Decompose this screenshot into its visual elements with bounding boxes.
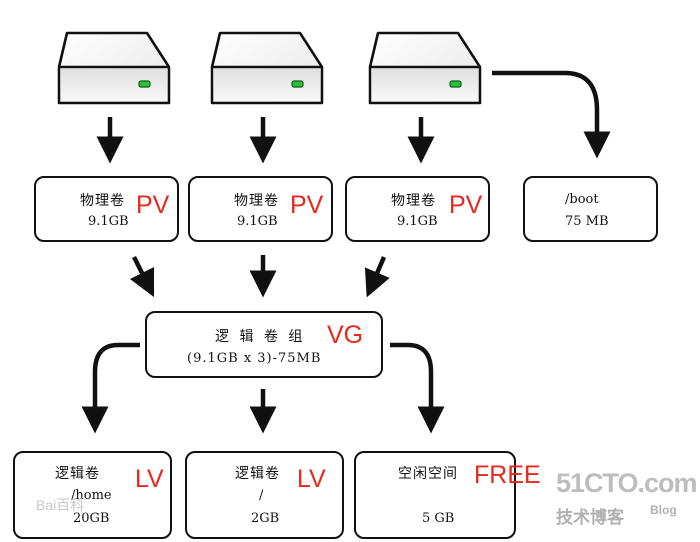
boot-size: 75 MB <box>565 214 609 229</box>
lv-size: 20GB <box>73 511 110 526</box>
hard-disk-icon <box>57 31 171 105</box>
pv-tag: PV <box>290 191 324 219</box>
arrow <box>81 342 140 434</box>
lv-mount: / <box>259 488 264 503</box>
blog-watermark: Blog <box>650 503 677 517</box>
vg-box: 逻 辑 卷 组 VG (9.1GB x 3)-75MB <box>145 311 383 378</box>
free-label: 空闲空间 <box>398 466 458 482</box>
hard-disk-icon <box>368 31 482 105</box>
pv-box: 物理卷 9.1GB PV <box>345 176 490 242</box>
hard-disk-icon <box>210 31 324 105</box>
lv-tag: LV <box>297 465 326 493</box>
lv-box: 逻辑卷 LV /home 20GB <box>13 451 172 539</box>
arrows <box>81 70 611 434</box>
baidu-watermark: Bai百科 <box>36 497 85 513</box>
arrow <box>492 70 611 159</box>
arrow <box>390 342 445 434</box>
pv-size: 9.1GB <box>397 214 438 229</box>
boot-path: /boot <box>565 192 599 207</box>
pv-size: 9.1GB <box>237 214 278 229</box>
pv-box: 物理卷 9.1GB PV <box>34 176 179 242</box>
lv-mount: /home <box>71 488 112 503</box>
vg-tag: VG <box>327 321 364 349</box>
lv-tag: LV <box>135 465 164 493</box>
vg-label: 逻 辑 卷 组 <box>215 329 306 345</box>
lv-box: 逻辑卷 LV / 2GB <box>185 451 344 539</box>
lv-label: 逻辑卷 <box>55 466 100 482</box>
site-watermark: 51CTO.com <box>556 468 698 498</box>
site-sub-watermark: 技术博客 <box>556 508 624 528</box>
pv-label: 物理卷 <box>234 193 279 209</box>
pv-tag: PV <box>449 191 483 219</box>
pv-label: 物理卷 <box>391 193 436 209</box>
arrow <box>364 256 390 298</box>
pv-size: 9.1GB <box>88 214 129 229</box>
free-tag: FREE <box>474 461 541 489</box>
pv-box: 物理卷 9.1GB PV <box>188 176 333 242</box>
arrow <box>129 255 155 298</box>
free-box: 空闲空间 FREE 5 GB <box>354 451 541 539</box>
vg-formula: (9.1GB x 3)-75MB <box>187 351 322 366</box>
pv-tag: PV <box>136 191 170 219</box>
free-size: 5 GB <box>422 511 455 526</box>
boot-box: /boot 75 MB <box>523 176 658 242</box>
pv-label: 物理卷 <box>80 193 125 209</box>
lv-label: 逻辑卷 <box>235 466 280 482</box>
lv-size: 2GB <box>251 511 280 526</box>
